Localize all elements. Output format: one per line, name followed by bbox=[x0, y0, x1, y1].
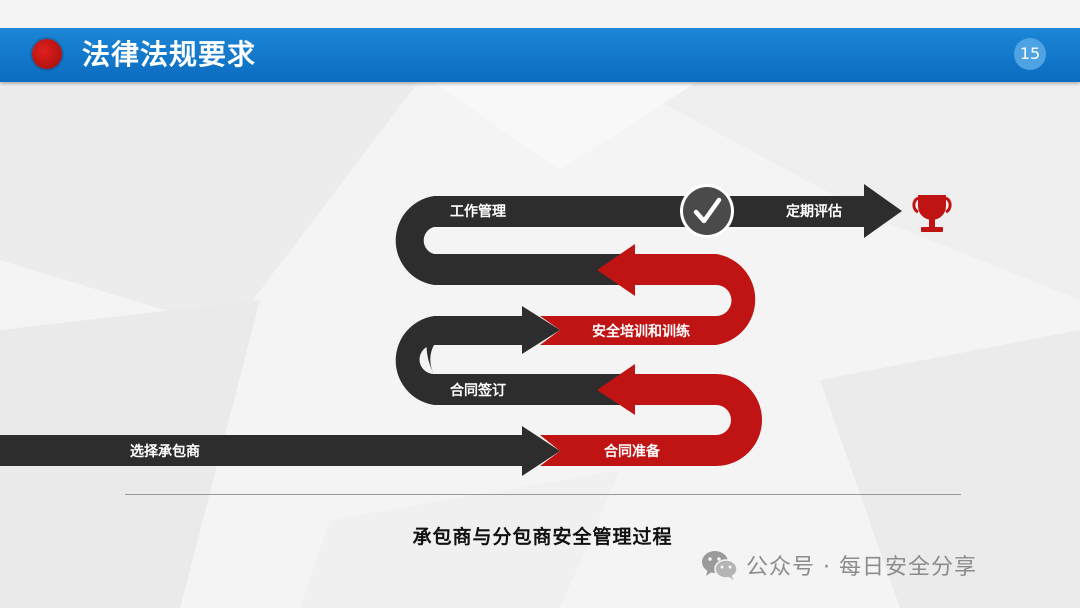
page-number: 15 bbox=[1014, 38, 1046, 70]
red-ribbon bbox=[540, 244, 762, 466]
title-bullet-icon bbox=[32, 39, 62, 69]
arrow-work-management bbox=[434, 184, 902, 238]
checkmark-icon bbox=[680, 184, 734, 238]
arrow-contract-prep bbox=[540, 364, 762, 466]
step-label-contract-prep: 合同准备 bbox=[604, 443, 661, 460]
diagram-caption: 承包商与分包商安全管理过程 bbox=[412, 526, 673, 548]
dark-ribbon bbox=[0, 184, 902, 476]
step-label-periodic-evaluation: 定期评估 bbox=[786, 203, 842, 220]
arrow-contract-sign bbox=[426, 306, 630, 374]
step-label-safety-training: 安全培训和训练 bbox=[592, 323, 690, 340]
trophy-icon bbox=[912, 195, 952, 232]
header-bar: 法律法规要求 15 bbox=[0, 28, 1080, 82]
page-title: 法律法规要求 bbox=[82, 38, 257, 71]
step-label-work-management: 工作管理 bbox=[450, 203, 506, 220]
watermark: 公众号 · 每日安全分享 bbox=[700, 548, 977, 582]
watermark-text: 公众号 · 每日安全分享 bbox=[746, 555, 977, 580]
wechat-icon bbox=[702, 551, 738, 580]
turn-left-top bbox=[395, 196, 630, 285]
arrow-select-contractor bbox=[0, 426, 560, 476]
arrow-safety-training bbox=[540, 244, 756, 345]
step-label-select-contractor: 选择承包商 bbox=[130, 443, 200, 460]
divider-line bbox=[125, 494, 961, 495]
step-label-contract-sign: 合同签订 bbox=[450, 382, 506, 399]
turn-left-middle bbox=[395, 316, 630, 405]
